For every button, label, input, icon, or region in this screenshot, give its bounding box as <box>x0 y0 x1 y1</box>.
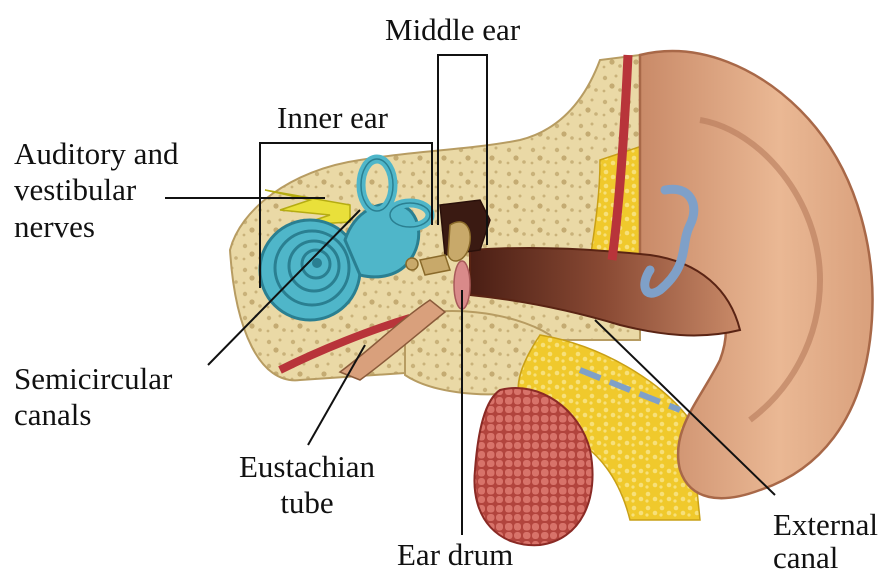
middle-ear-label: Middle ear <box>385 13 520 47</box>
auditory-label-line3: nerves <box>14 210 95 244</box>
inner-ear-label: Inner ear <box>277 101 388 135</box>
ear-drum-label: Ear drum <box>397 538 513 572</box>
cochlea <box>260 220 360 320</box>
external-label-line2: canal <box>773 541 838 575</box>
semicircular-label-line2: canals <box>14 398 91 432</box>
eustachian-label-line2: tube <box>222 486 392 520</box>
auditory-label-line2: vestibular <box>14 173 136 207</box>
auditory-label-line1: Auditory and <box>14 137 178 171</box>
eustachian-label-line1: Eustachian <box>222 450 392 484</box>
semicircular-label-line1: Semicircular <box>14 362 172 396</box>
external-label-line1: External <box>773 508 878 542</box>
